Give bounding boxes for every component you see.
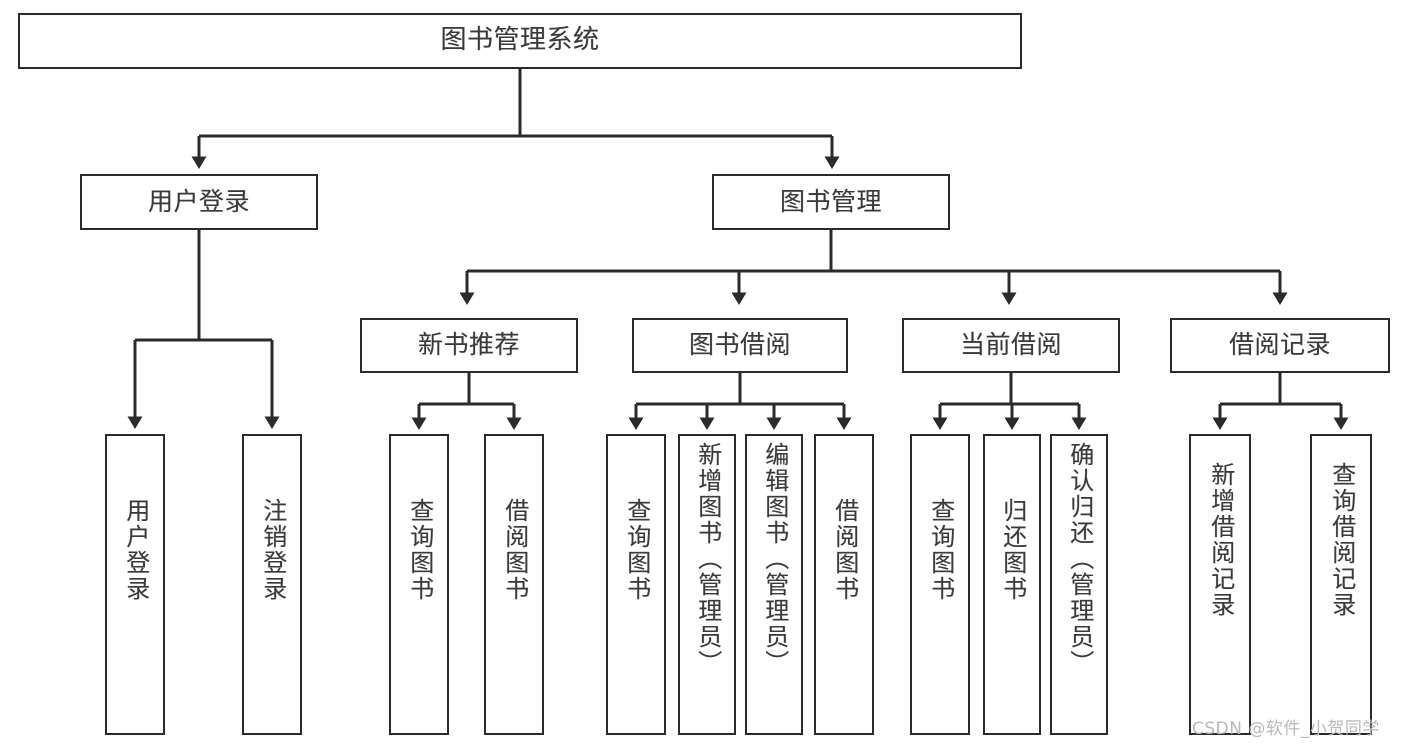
- node-label: 图书借阅: [688, 330, 791, 360]
- node-user-login[interactable]: 用户登录: [80, 174, 318, 230]
- leaf-confirm-return-admin[interactable]: 确认归还（管理员）: [1050, 434, 1108, 735]
- leaf-borrow-book-recommend[interactable]: 借阅图书: [484, 434, 544, 735]
- node-label: 借阅图书: [830, 498, 859, 602]
- leaf-edit-book-admin[interactable]: 编辑图书（管理员）: [745, 434, 803, 735]
- node-label: 图书管理: [779, 186, 882, 216]
- node-new-book-recommend[interactable]: 新书推荐: [360, 318, 578, 373]
- leaf-return-book[interactable]: 归还图书: [983, 434, 1041, 735]
- node-label: 用户登录: [147, 186, 250, 216]
- node-label: 新增图书（管理员）: [693, 442, 722, 676]
- leaf-logout[interactable]: 注销登录: [242, 434, 302, 735]
- leaf-add-book-admin[interactable]: 新增图书（管理员）: [678, 434, 736, 735]
- node-label: 注销登录: [258, 498, 287, 602]
- node-label: 当前借阅: [959, 330, 1062, 360]
- node-label: 查询图书: [622, 498, 651, 602]
- node-label: 查询借阅记录: [1327, 462, 1356, 618]
- node-label: 编辑图书（管理员）: [760, 442, 789, 676]
- node-label: 用户登录: [121, 498, 150, 602]
- node-current-borrow[interactable]: 当前借阅: [902, 318, 1120, 373]
- leaf-query-book-recommend[interactable]: 查询图书: [389, 434, 449, 735]
- node-label: 查询图书: [405, 498, 434, 602]
- leaf-query-book-borrow[interactable]: 查询图书: [606, 434, 666, 735]
- node-label: 新增借阅记录: [1206, 462, 1235, 618]
- watermark-text: CSDN @软件_小贺同学: [1192, 719, 1380, 739]
- node-label: 图书管理系统: [440, 25, 600, 56]
- node-label: 确认归还（管理员）: [1065, 442, 1094, 676]
- node-label: 借阅记录: [1228, 330, 1331, 360]
- leaf-user-login[interactable]: 用户登录: [105, 434, 165, 735]
- node-label: 借阅图书: [500, 498, 529, 602]
- node-borrow-records[interactable]: 借阅记录: [1170, 318, 1390, 373]
- leaf-query-borrow-record[interactable]: 查询借阅记录: [1310, 434, 1372, 735]
- node-label: 归还图书: [998, 498, 1027, 602]
- node-book-borrow[interactable]: 图书借阅: [632, 318, 848, 373]
- node-root[interactable]: 图书管理系统: [18, 13, 1022, 69]
- node-book-management[interactable]: 图书管理: [712, 174, 950, 230]
- leaf-query-book-current[interactable]: 查询图书: [910, 434, 970, 735]
- leaf-borrow-book[interactable]: 借阅图书: [814, 434, 874, 735]
- node-label: 新书推荐: [417, 330, 520, 360]
- leaf-add-borrow-record[interactable]: 新增借阅记录: [1189, 434, 1251, 735]
- node-label: 查询图书: [926, 498, 955, 602]
